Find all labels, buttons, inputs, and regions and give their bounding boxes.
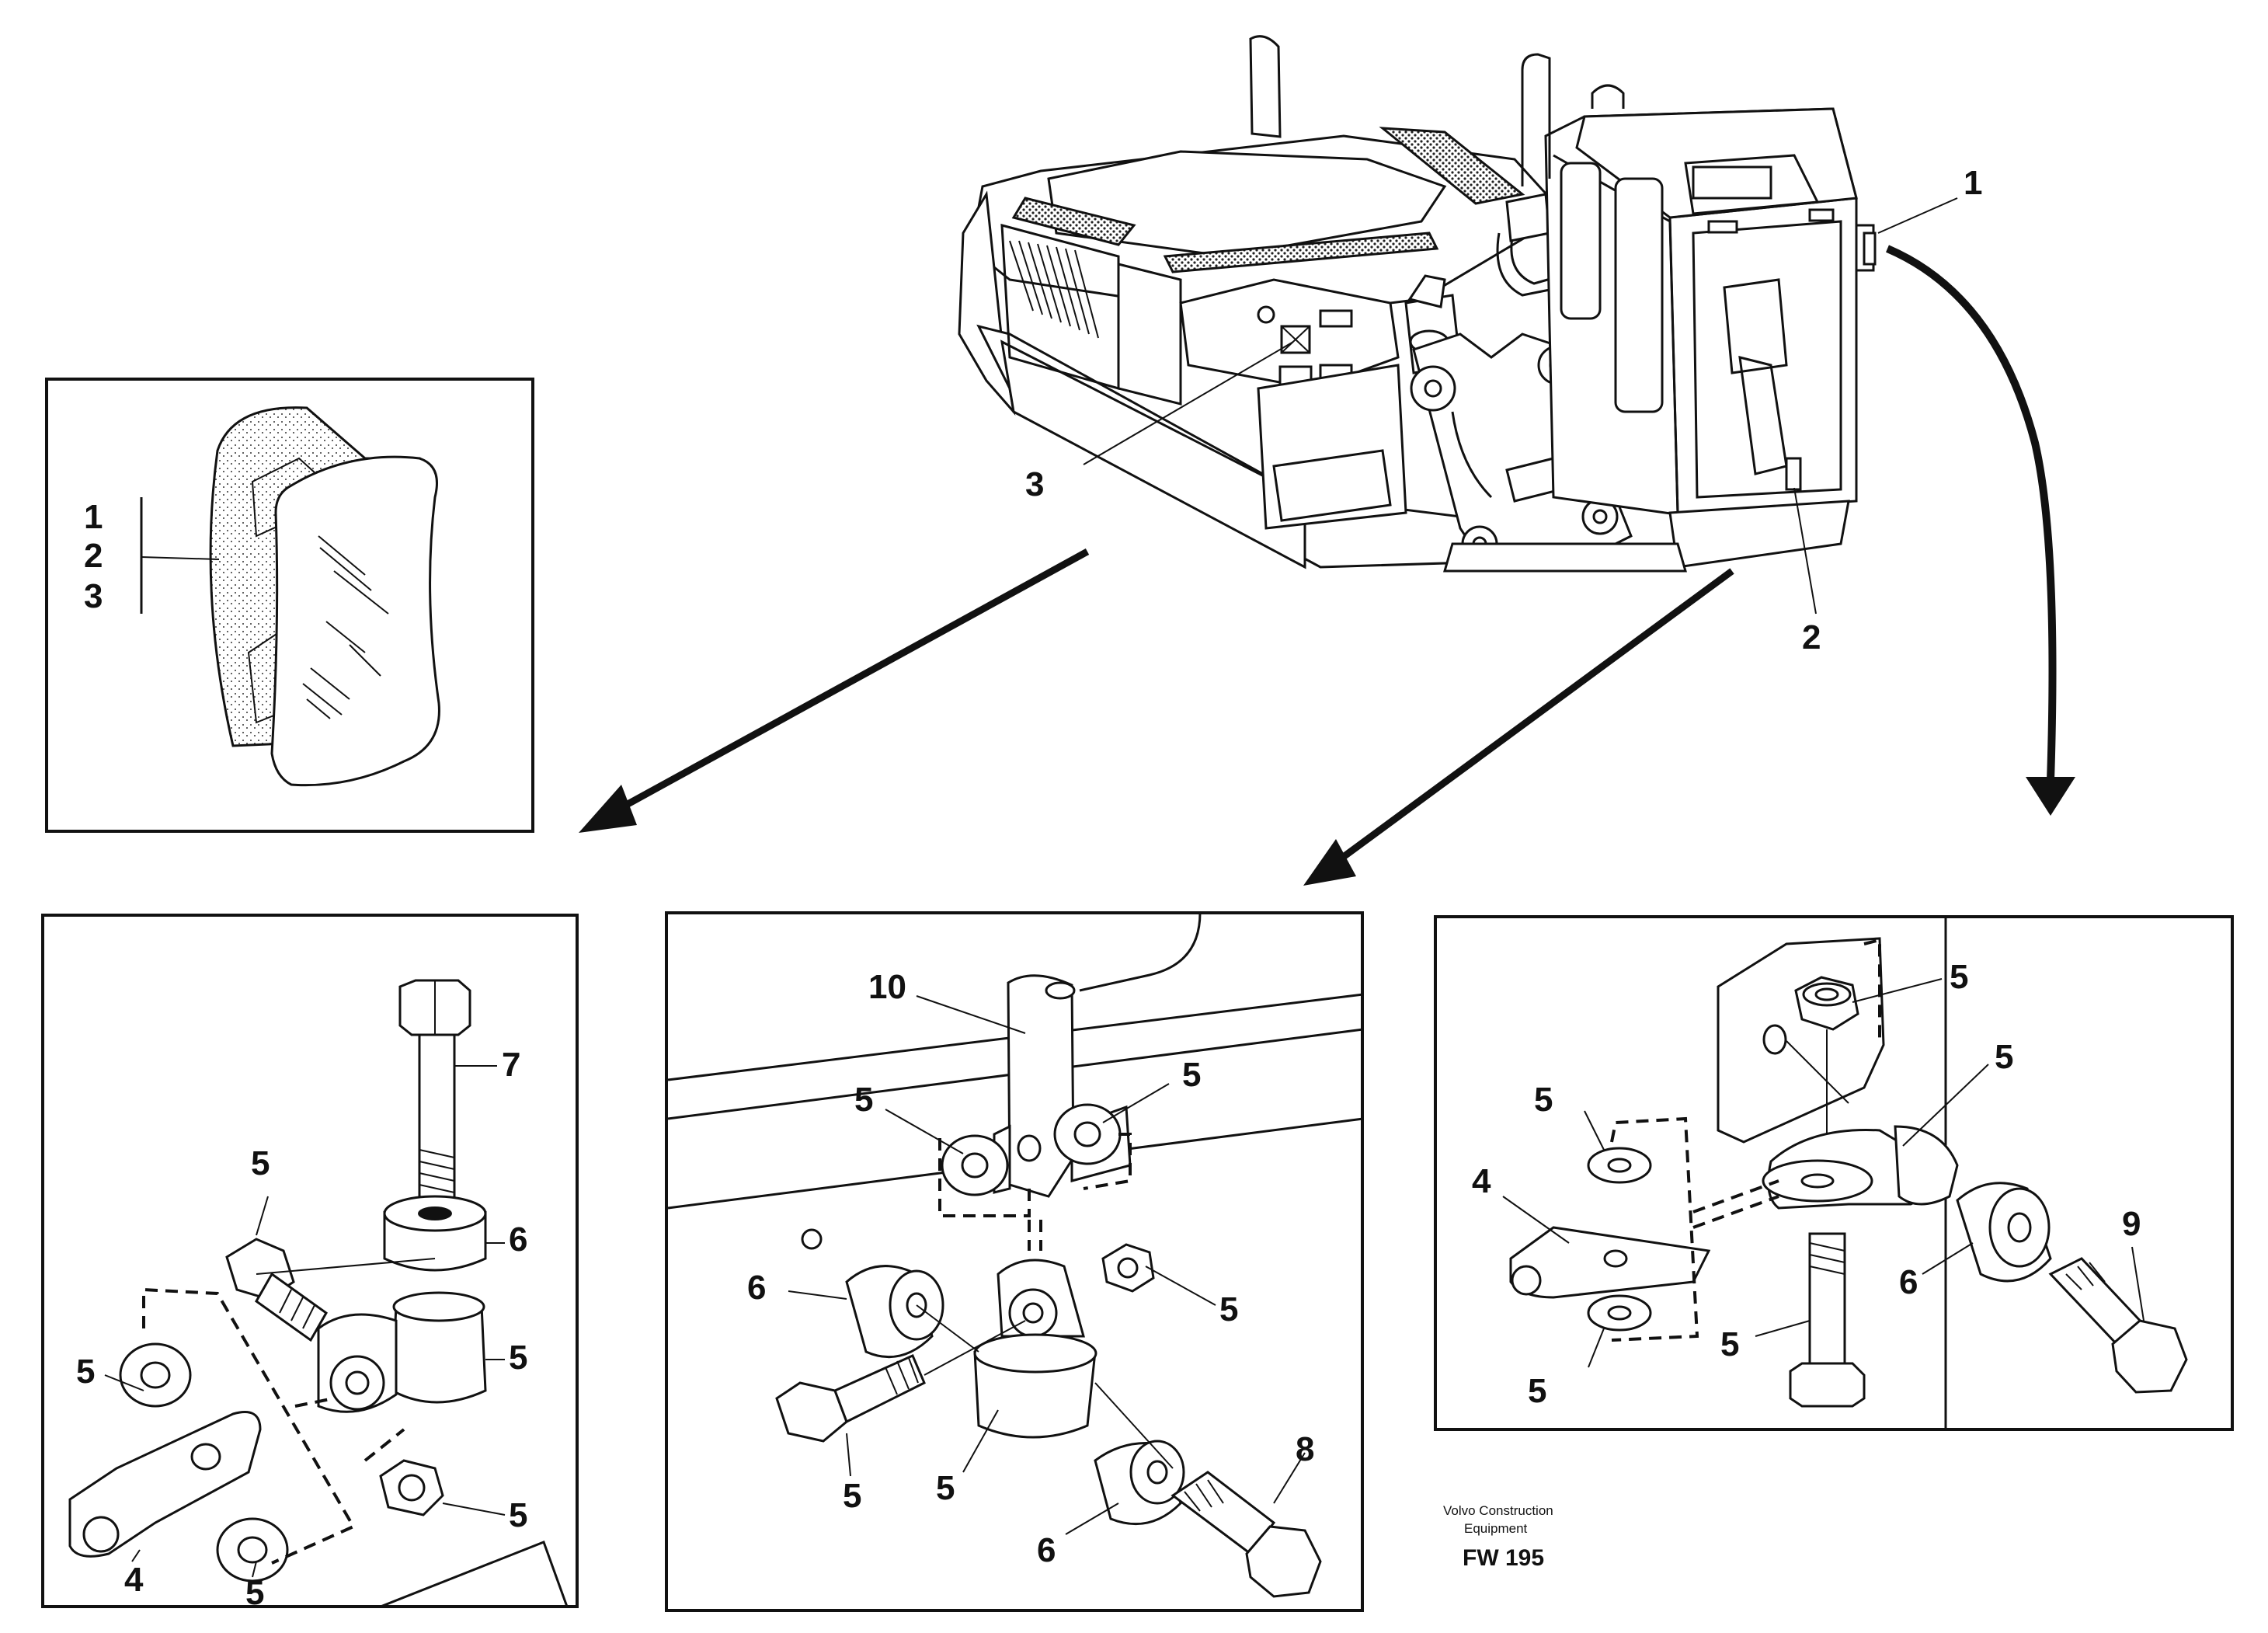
right-callout-5-washer-low: 5: [1528, 1372, 1546, 1410]
mid-callout-6-right: 6: [1037, 1531, 1056, 1569]
inset-callout-1: 1: [84, 498, 103, 536]
left-callout-5-nut: 5: [509, 1496, 527, 1534]
mid-callout-5-left-washer: 5: [854, 1081, 873, 1119]
inset-callout-3: 3: [84, 577, 103, 615]
callout-3: 3: [1025, 465, 1044, 503]
left-detail-panel: 7 5 6 5 5 4 5 5: [41, 914, 579, 1612]
mid-callout-5-bolt: 5: [843, 1477, 861, 1515]
right-callout-5-washer-top: 5: [1534, 1081, 1553, 1119]
right-callout-4: 4: [1472, 1162, 1491, 1200]
inset-callout-2: 2: [84, 537, 103, 575]
left-callout-5-washer-low: 5: [245, 1574, 264, 1612]
mid-callout-6-left: 6: [747, 1269, 766, 1307]
mid-callout-10: 10: [868, 968, 906, 1006]
mid-callout-5-right-washer: 5: [1182, 1056, 1201, 1094]
right-callout-5-nut: 5: [1950, 958, 1968, 996]
right-callout-5-bolt: 5: [1720, 1325, 1739, 1363]
pointer-arrows: [579, 245, 2075, 886]
right-callout-6: 6: [1899, 1263, 1918, 1301]
mid-callout-5-nut: 5: [1219, 1290, 1238, 1328]
left-callout-7: 7: [502, 1046, 520, 1084]
diagram-code: FW 195: [1463, 1545, 1544, 1571]
left-callout-5-bolt: 5: [251, 1144, 270, 1182]
inset-lamp-panel: 1 2 3: [45, 378, 534, 833]
brand-line-2: Equipment: [1464, 1521, 1528, 1536]
right-callout-5-clamp: 5: [1995, 1038, 2013, 1076]
excavator-upper-structure: [958, 35, 1877, 573]
left-callout-5-washer: 5: [76, 1353, 95, 1391]
main-callouts: 1 2 3: [1025, 164, 1982, 656]
middle-detail-panel: 10 5 5 6 5 5 5 6 8: [665, 911, 1364, 1612]
brand-line-1: Volvo Construction: [1443, 1503, 1553, 1518]
callout-1: 1: [1964, 164, 1982, 202]
right-callout-9: 9: [2122, 1205, 2141, 1243]
mid-callout-8: 8: [1296, 1430, 1314, 1468]
left-callout-4: 4: [124, 1561, 144, 1599]
callout-2: 2: [1802, 618, 1821, 656]
left-callout-6: 6: [509, 1220, 527, 1259]
mid-callout-5-clamp: 5: [936, 1469, 955, 1507]
diagram-footer: Volvo Construction Equipment FW 195: [1443, 1503, 1553, 1571]
right-detail-panel: 5 5 5 4 5 6 9 5: [1434, 915, 2234, 1431]
left-callout-5-clamp: 5: [509, 1339, 527, 1377]
